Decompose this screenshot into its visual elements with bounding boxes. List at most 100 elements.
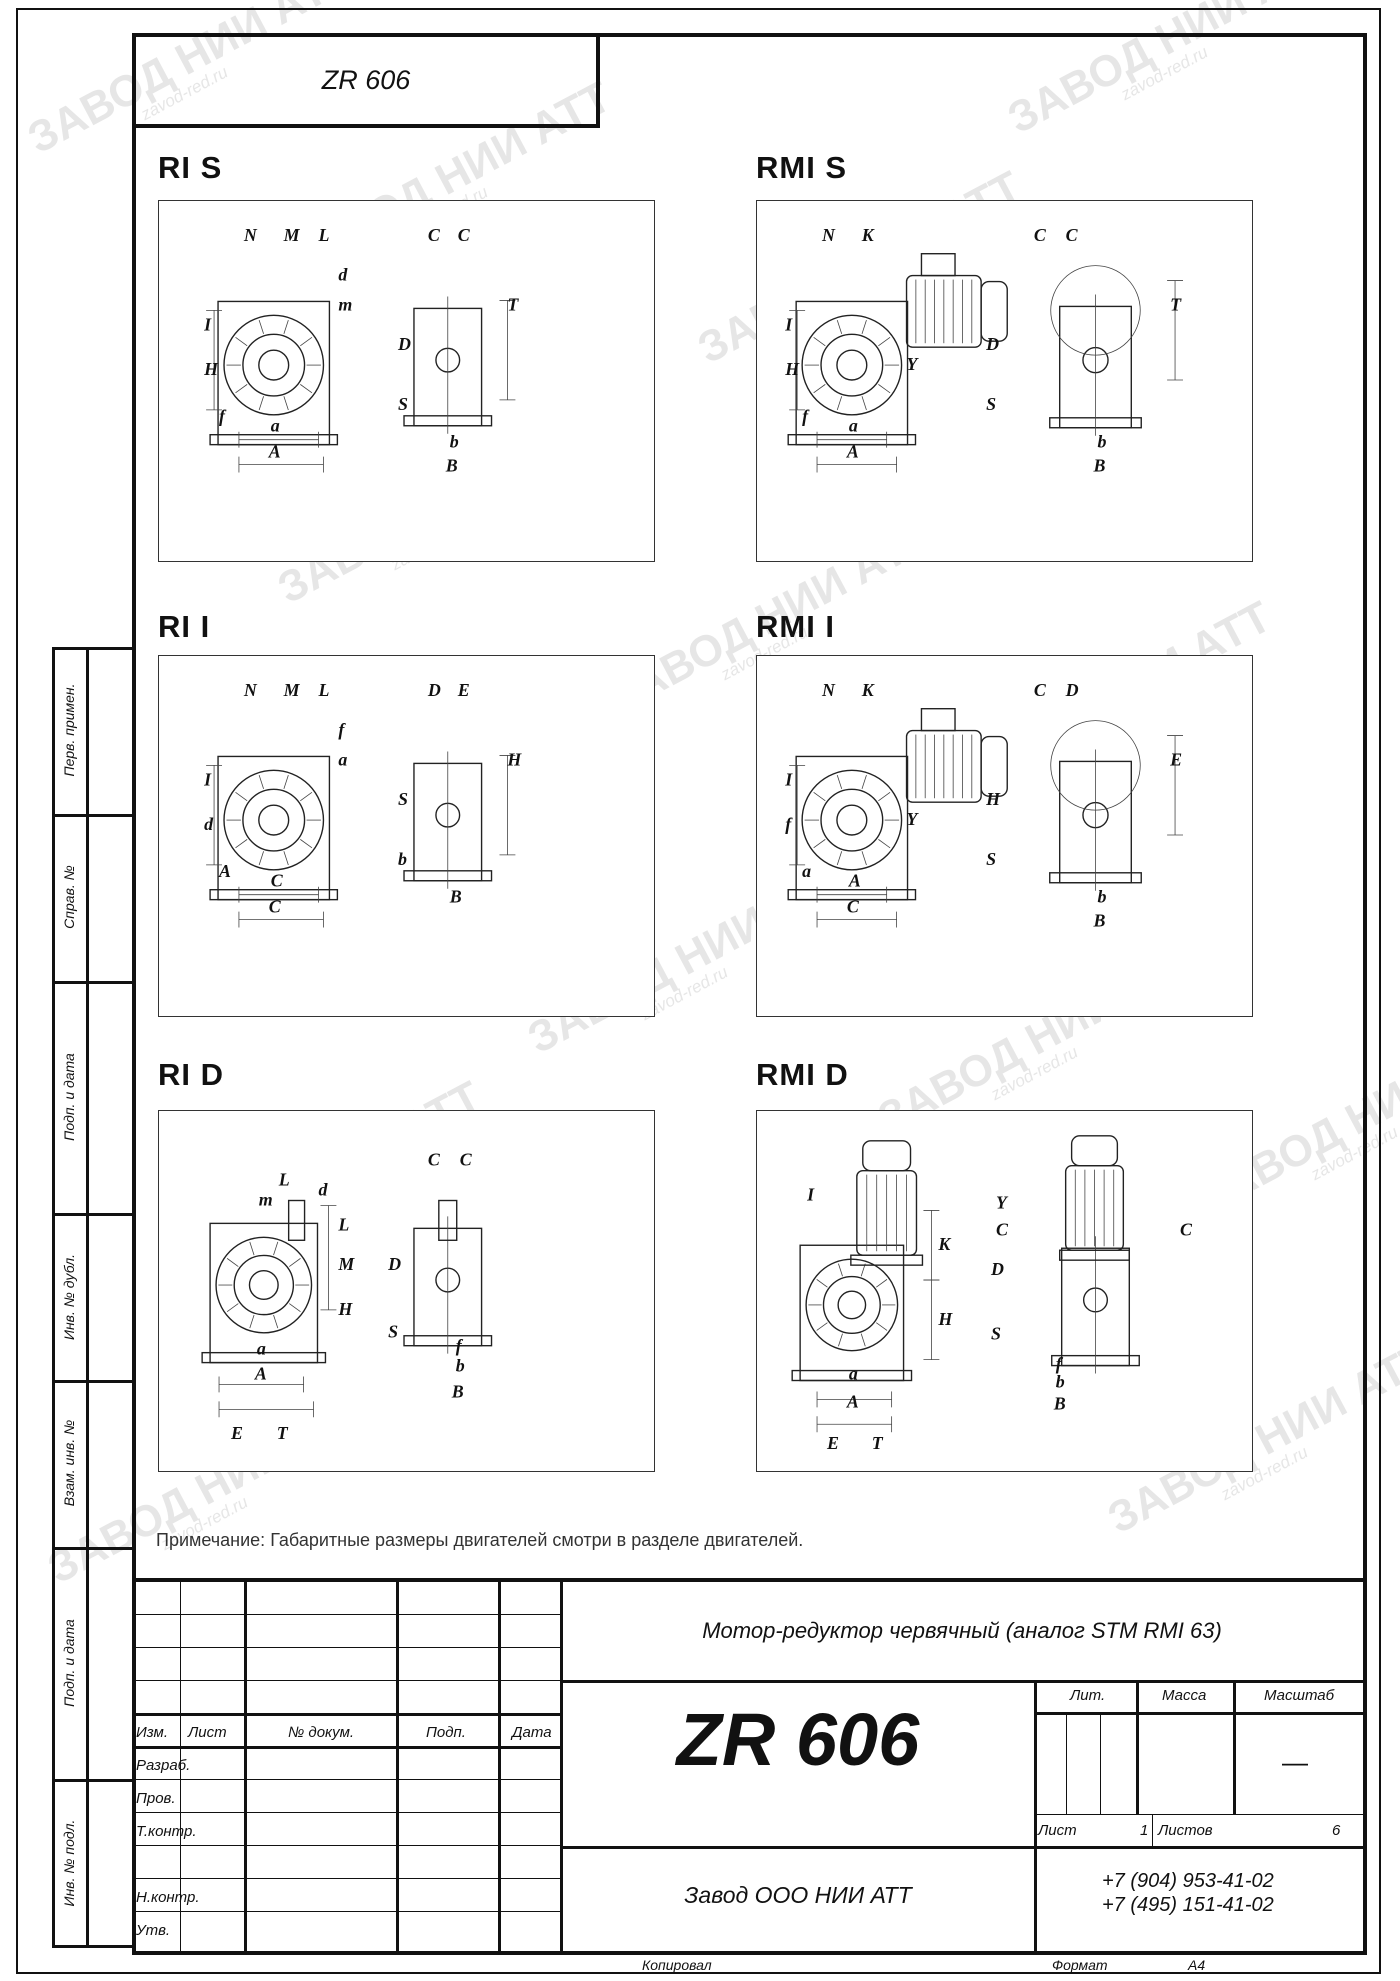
rib bbox=[235, 839, 248, 849]
rib bbox=[861, 396, 867, 411]
row-nkontr: Н.контр. bbox=[136, 1889, 200, 1906]
sidebar-label: Подп. и дата bbox=[61, 1619, 77, 1707]
worm-wheel bbox=[801, 769, 903, 871]
hub-circle bbox=[233, 1254, 295, 1316]
dimension-label: A bbox=[846, 1391, 859, 1411]
doc-description: Мотор-редуктор червячный (аналог STM RMI… bbox=[702, 1618, 1222, 1643]
rib bbox=[813, 337, 826, 347]
dimension-label: H bbox=[203, 359, 219, 379]
dimension-label: f bbox=[802, 406, 810, 426]
dimension-label: C bbox=[1180, 1219, 1193, 1239]
motor-fan-cover bbox=[980, 280, 1008, 342]
hub-circle bbox=[242, 788, 306, 852]
mounting-foot bbox=[209, 889, 339, 901]
scale-label: Масштаб bbox=[1264, 1687, 1335, 1704]
dimension-label: f bbox=[1056, 1354, 1064, 1374]
sheet-number: 1 bbox=[1140, 1822, 1149, 1839]
dimension-label: E bbox=[230, 1423, 243, 1443]
section-title-ri-i: RI I bbox=[158, 609, 211, 644]
sidebar-label: Инв. № подл. bbox=[61, 1819, 77, 1907]
dimension-label: M bbox=[337, 1254, 355, 1274]
hub-circle bbox=[820, 788, 884, 852]
rib bbox=[876, 1279, 888, 1288]
footer-copied: Копировал bbox=[642, 1957, 712, 1973]
dimension-label: a bbox=[849, 1364, 858, 1384]
dimension-label: C bbox=[428, 225, 441, 245]
rib bbox=[878, 792, 891, 802]
rib bbox=[838, 1333, 843, 1347]
mounting-foot bbox=[787, 434, 917, 446]
dimension-label: f bbox=[338, 720, 346, 740]
worm-wheel bbox=[223, 314, 325, 416]
section-title-rmi-d: RMI D bbox=[756, 1057, 849, 1092]
dimension-label: B bbox=[1053, 1393, 1066, 1413]
dimension-label: I bbox=[203, 314, 212, 334]
rib bbox=[249, 1241, 255, 1256]
dimension-label: H bbox=[937, 1309, 953, 1329]
dimension-label: C bbox=[271, 871, 284, 891]
rib bbox=[300, 839, 313, 849]
row-razrab: Разраб. bbox=[136, 1757, 191, 1774]
sidebar-label: Перв. примен. bbox=[61, 683, 77, 777]
rib bbox=[816, 1279, 828, 1288]
shaft-bore bbox=[837, 1290, 867, 1320]
col-date: Дата bbox=[512, 1724, 552, 1741]
rib bbox=[226, 1258, 239, 1267]
rib bbox=[861, 775, 867, 789]
rib bbox=[258, 396, 264, 411]
dimension-label: a bbox=[271, 416, 280, 436]
dimension-label: m bbox=[259, 1189, 273, 1209]
output-shaft bbox=[438, 1199, 458, 1241]
dimension-label: C bbox=[460, 1150, 473, 1170]
rib bbox=[836, 851, 843, 866]
dimension-label: L bbox=[278, 1170, 290, 1190]
dimension-label: a bbox=[849, 416, 858, 436]
rib bbox=[836, 320, 843, 334]
dimension-label: D bbox=[397, 334, 411, 354]
phone-2: +7 (495) 151-41-02 bbox=[1102, 1894, 1274, 1916]
dimension-label: S bbox=[986, 849, 996, 869]
dimension-label: B bbox=[445, 455, 458, 475]
dimension-label: I bbox=[784, 314, 793, 334]
scale-value: — bbox=[1282, 1747, 1308, 1777]
row-utv: Утв. bbox=[136, 1922, 171, 1939]
rib bbox=[226, 1303, 239, 1313]
dimension-label: Y bbox=[996, 1192, 1009, 1212]
rib bbox=[813, 839, 826, 849]
terminal-box bbox=[920, 253, 956, 277]
dimension-label: H bbox=[985, 789, 1001, 809]
motor-fan-cover bbox=[980, 735, 1008, 797]
section-title-rmi-i: RMI I bbox=[756, 609, 836, 644]
dimension-label: Y bbox=[907, 809, 920, 829]
rib bbox=[860, 1333, 866, 1347]
rib bbox=[838, 1263, 843, 1277]
dimension-label: b bbox=[450, 432, 459, 452]
rib bbox=[813, 792, 826, 802]
rib bbox=[836, 775, 843, 789]
dimension-label: D bbox=[985, 334, 999, 354]
dimension-label: b bbox=[456, 1356, 465, 1376]
worm-wheel bbox=[215, 1236, 313, 1334]
sidebar-label: Подп. и дата bbox=[61, 1053, 77, 1141]
worm-wheel bbox=[805, 1258, 899, 1352]
dimension-label: B bbox=[1093, 910, 1106, 930]
dimension-label: N bbox=[821, 680, 836, 700]
dimension-label: S bbox=[398, 789, 408, 809]
dimension-label: f bbox=[456, 1336, 464, 1356]
rib bbox=[300, 384, 313, 394]
dimension-label: C bbox=[269, 897, 282, 917]
dimension-label: B bbox=[451, 1381, 464, 1401]
output-shaft bbox=[287, 1199, 306, 1241]
shaft-bore bbox=[836, 804, 868, 836]
dimension-label: A bbox=[846, 442, 859, 462]
dimension-label: S bbox=[986, 394, 996, 414]
dimension-label: H bbox=[506, 749, 522, 769]
rib bbox=[876, 1322, 888, 1331]
rib bbox=[816, 1322, 828, 1331]
motor-flange bbox=[850, 1254, 924, 1266]
dimension-label: S bbox=[388, 1322, 398, 1342]
rib bbox=[258, 775, 264, 789]
